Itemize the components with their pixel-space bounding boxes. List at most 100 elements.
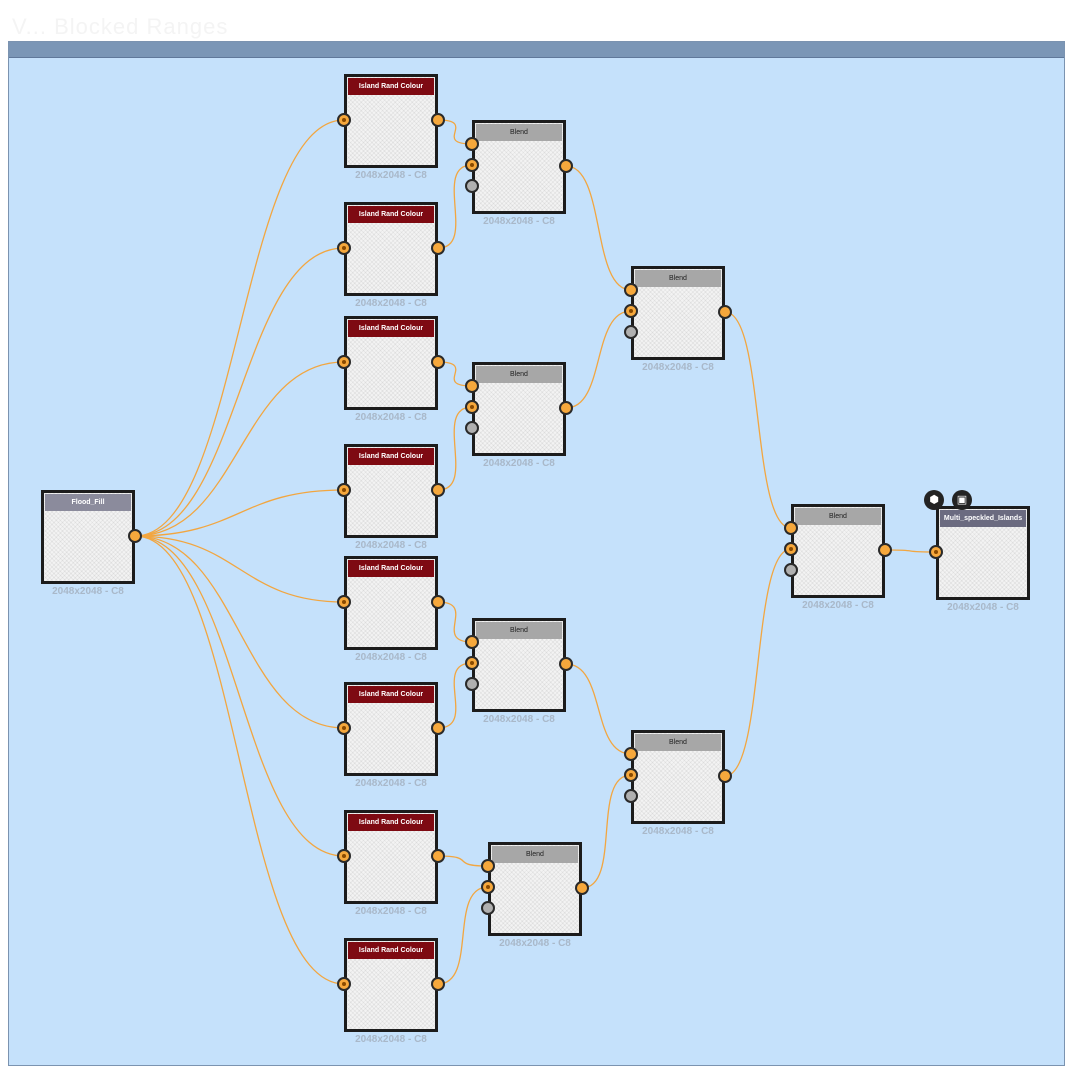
node-b2[interactable]: Blend xyxy=(472,362,566,456)
input-port[interactable] xyxy=(465,137,479,151)
output-port[interactable] xyxy=(431,355,445,369)
output-port[interactable] xyxy=(431,483,445,497)
canvas-header-bar xyxy=(9,42,1064,58)
input-port[interactable] xyxy=(465,635,479,649)
node-b1[interactable]: Blend xyxy=(472,120,566,214)
mask-input-port[interactable] xyxy=(624,789,638,803)
input-port[interactable] xyxy=(337,977,351,991)
page-title: V... Blocked Ranges xyxy=(12,14,229,39)
wire-flood-r4 xyxy=(134,489,345,537)
output-port[interactable] xyxy=(431,241,445,255)
input-port[interactable] xyxy=(624,768,638,782)
mask-input-port[interactable] xyxy=(465,179,479,193)
input-port[interactable] xyxy=(337,483,351,497)
node-size-label: 2048x2048 - C8 xyxy=(52,586,124,597)
wire-b3-b6 xyxy=(565,663,632,755)
input-port[interactable] xyxy=(337,595,351,609)
wire-flood-r8 xyxy=(134,535,345,985)
output-port[interactable] xyxy=(431,977,445,991)
node-out[interactable]: Multi_speckled_Islands xyxy=(936,506,1030,600)
node-title: Island Rand Colour xyxy=(348,942,434,959)
input-port[interactable] xyxy=(465,400,479,414)
input-port[interactable] xyxy=(465,379,479,393)
wire-flood-r3 xyxy=(134,361,345,537)
output-port[interactable] xyxy=(878,543,892,557)
output-port[interactable] xyxy=(431,113,445,127)
node-b6[interactable]: Blend xyxy=(631,730,725,824)
node-b4[interactable]: Blend xyxy=(488,842,582,936)
node-r5[interactable]: Island Rand Colour xyxy=(344,556,438,650)
node-b3[interactable]: Blend xyxy=(472,618,566,712)
wire-flood-r6 xyxy=(134,535,345,729)
output-port[interactable] xyxy=(718,769,732,783)
input-port[interactable] xyxy=(337,241,351,255)
output-port[interactable] xyxy=(128,529,142,543)
wire-b2-b5 xyxy=(565,310,632,409)
input-port[interactable] xyxy=(465,158,479,172)
output-port[interactable] xyxy=(559,159,573,173)
node-r8[interactable]: Island Rand Colour xyxy=(344,938,438,1032)
node-flood[interactable]: Flood_Fill xyxy=(41,490,135,584)
node-size-label: 2048x2048 - C8 xyxy=(642,826,714,837)
cube-icon[interactable]: ⬢ xyxy=(924,490,944,510)
mask-input-port[interactable] xyxy=(481,901,495,915)
node-size-label: 2048x2048 - C8 xyxy=(499,938,571,949)
wire-flood-r7 xyxy=(134,535,345,857)
wire-b5-b7 xyxy=(724,311,792,529)
node-title: Flood_Fill xyxy=(45,494,131,511)
node-size-label: 2048x2048 - C8 xyxy=(355,540,427,551)
wire-r1-b1 xyxy=(437,119,473,145)
checker-icon[interactable]: ▣ xyxy=(952,490,972,510)
output-port[interactable] xyxy=(431,849,445,863)
node-r4[interactable]: Island Rand Colour xyxy=(344,444,438,538)
node-r2[interactable]: Island Rand Colour xyxy=(344,202,438,296)
node-title: Island Rand Colour xyxy=(348,206,434,223)
input-port[interactable] xyxy=(624,747,638,761)
mask-input-port[interactable] xyxy=(784,563,798,577)
input-port[interactable] xyxy=(784,542,798,556)
input-port[interactable] xyxy=(481,859,495,873)
output-port[interactable] xyxy=(431,721,445,735)
node-title: Blend xyxy=(635,270,721,287)
node-r1[interactable]: Island Rand Colour xyxy=(344,74,438,168)
input-port[interactable] xyxy=(481,880,495,894)
wire-r3-b2 xyxy=(437,361,473,387)
node-title: Island Rand Colour xyxy=(348,78,434,95)
mask-input-port[interactable] xyxy=(465,421,479,435)
node-r7[interactable]: Island Rand Colour xyxy=(344,810,438,904)
input-port[interactable] xyxy=(337,849,351,863)
node-title: Blend xyxy=(476,124,562,141)
input-port[interactable] xyxy=(337,113,351,127)
wire-b7-out xyxy=(884,549,937,553)
output-port[interactable] xyxy=(575,881,589,895)
node-size-label: 2048x2048 - C8 xyxy=(355,298,427,309)
node-title: Island Rand Colour xyxy=(348,560,434,577)
node-title: Island Rand Colour xyxy=(348,448,434,465)
input-port[interactable] xyxy=(624,283,638,297)
wire-r8-b4 xyxy=(437,886,489,985)
graph-canvas[interactable]: Flood_Fill 2048x2048 - C8 Island Rand Colo… xyxy=(8,41,1065,1066)
input-port[interactable] xyxy=(337,355,351,369)
input-port[interactable] xyxy=(465,656,479,670)
mask-input-port[interactable] xyxy=(624,325,638,339)
node-title: Blend xyxy=(795,508,881,525)
input-port[interactable] xyxy=(624,304,638,318)
node-r3[interactable]: Island Rand Colour xyxy=(344,316,438,410)
mask-input-port[interactable] xyxy=(465,677,479,691)
input-port[interactable] xyxy=(929,545,943,559)
output-port[interactable] xyxy=(559,401,573,415)
node-size-label: 2048x2048 - C8 xyxy=(642,362,714,373)
node-b7[interactable]: Blend xyxy=(791,504,885,598)
node-title: Island Rand Colour xyxy=(348,320,434,337)
node-title: Multi_speckled_Islands xyxy=(940,510,1026,527)
output-port[interactable] xyxy=(559,657,573,671)
node-title: Blend xyxy=(492,846,578,863)
input-port[interactable] xyxy=(784,521,798,535)
output-port[interactable] xyxy=(431,595,445,609)
node-b5[interactable]: Blend xyxy=(631,266,725,360)
output-port[interactable] xyxy=(718,305,732,319)
wire-flood-r1 xyxy=(134,119,345,537)
input-port[interactable] xyxy=(337,721,351,735)
node-r6[interactable]: Island Rand Colour xyxy=(344,682,438,776)
node-size-label: 2048x2048 - C8 xyxy=(355,1034,427,1045)
